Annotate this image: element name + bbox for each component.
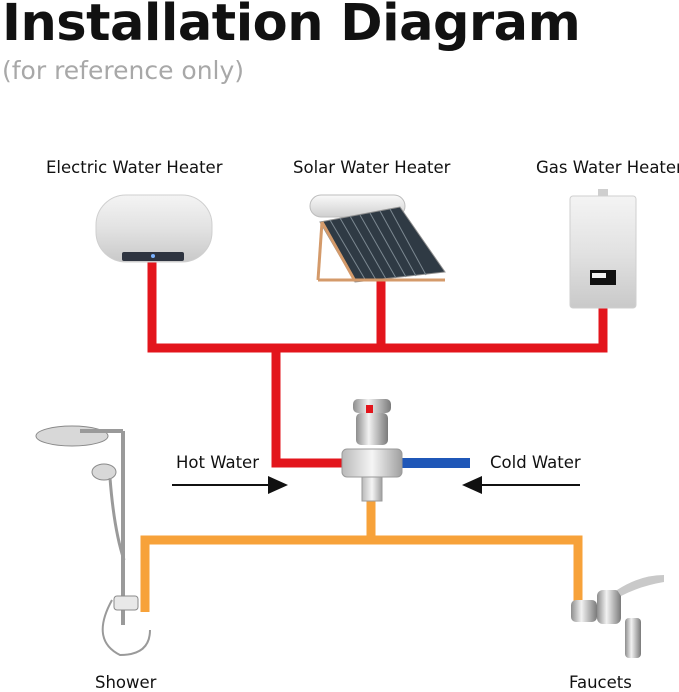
electric-water-heater-icon (95, 194, 213, 263)
electric-heater-label: Electric Water Heater (46, 158, 223, 177)
cold-water-label: Cold Water (490, 453, 581, 472)
page-title: Installation Diagram (2, 0, 581, 53)
hot-water-arrow (172, 476, 288, 494)
solar-heater-label: Solar Water Heater (293, 158, 451, 177)
mixed-water-pipe (140, 500, 583, 612)
gas-water-heater-icon (569, 189, 637, 309)
hot-pipe-to-valve (271, 343, 349, 468)
faucets-label: Faucets (569, 673, 632, 692)
solar-water-heater-icon (309, 194, 446, 283)
hot-water-label: Hot Water (176, 453, 259, 472)
hot-water-pipes (147, 261, 608, 468)
mixing-valve-icon (341, 399, 403, 502)
page-subtitle: (for reference only) (2, 56, 245, 85)
shower-icon (35, 425, 151, 657)
shower-label: Shower (95, 673, 157, 692)
gas-heater-label: Gas Water Heater (536, 158, 679, 177)
cold-water-arrow (462, 476, 580, 494)
faucet-icon (571, 575, 664, 658)
